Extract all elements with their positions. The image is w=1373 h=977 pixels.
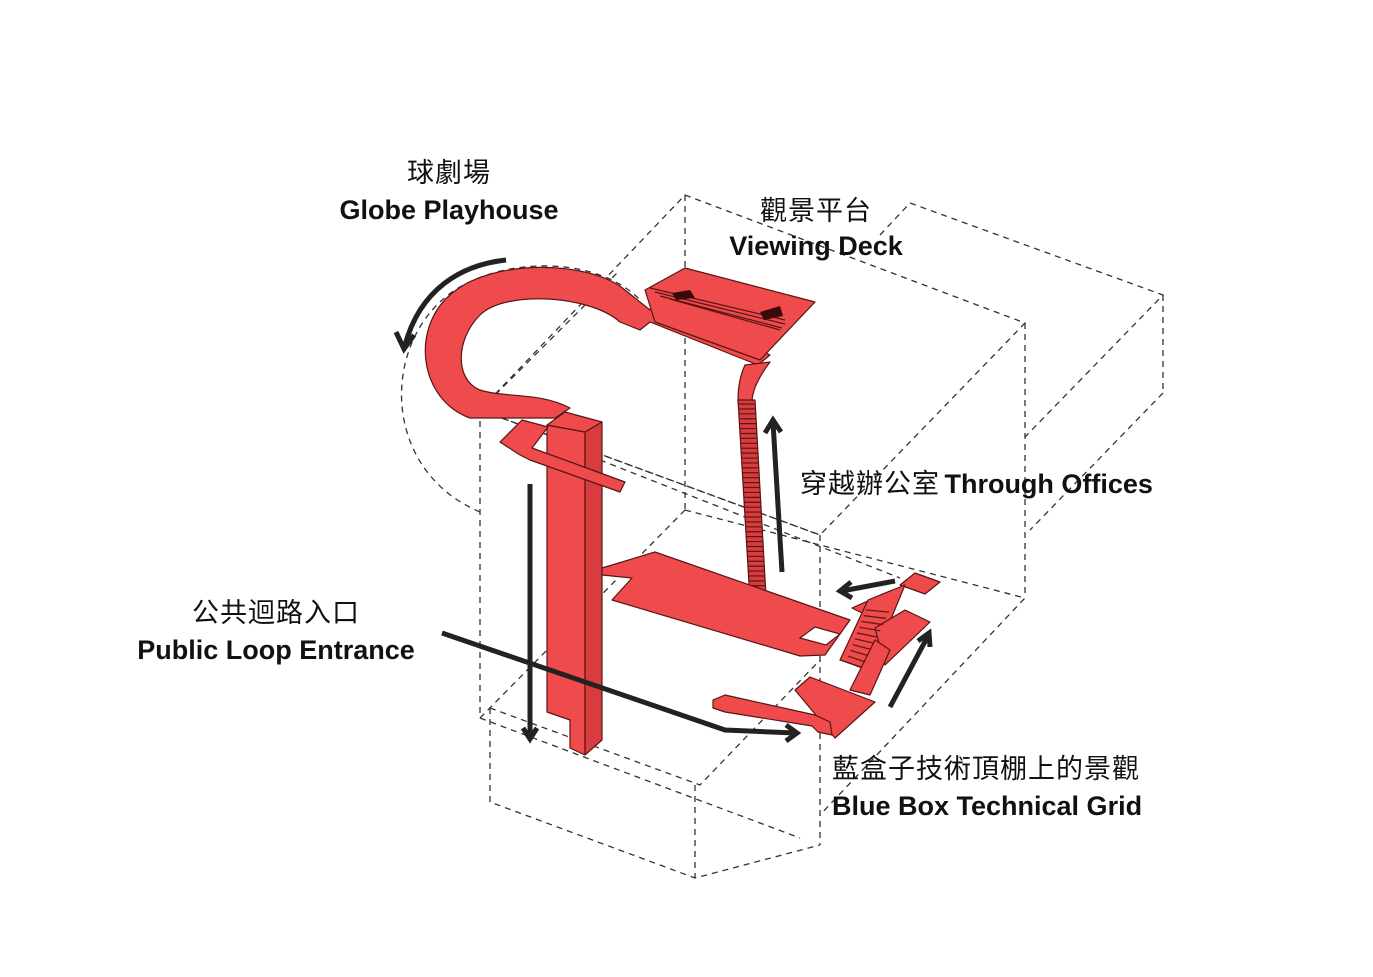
column-top <box>546 411 603 433</box>
office-floor-plate <box>601 551 851 657</box>
arrowhead-icon <box>762 415 784 435</box>
globe-outline <box>400 265 641 513</box>
wing-volume-edge <box>1029 392 1164 531</box>
grid-step <box>865 609 890 613</box>
label-viewing-deck-en: Viewing Deck <box>729 231 903 262</box>
globe-ramp <box>424 266 771 419</box>
grid-step <box>848 655 866 663</box>
offices-up-arrow <box>770 421 785 573</box>
grid-stair-b <box>849 639 891 696</box>
deck-stairs <box>649 287 786 331</box>
label-public-loop-entrance: 公共迴路入口 Public Loop Entrance <box>120 598 432 667</box>
label-through-offices: 穿越辦公室 Through Offices <box>800 468 1153 501</box>
grid-step <box>850 649 869 657</box>
label-offices-zh: 穿越辦公室 <box>800 469 940 500</box>
label-globe-zh: 球劇場 <box>407 158 491 189</box>
wing-volume-top <box>879 202 1165 438</box>
arrowhead-icon <box>835 580 854 601</box>
label-viewing-deck: 觀景平台 Viewing Deck <box>705 196 927 263</box>
label-blue-box-zh: 藍盒子技術頂棚上的景觀 <box>832 754 1140 785</box>
grid-step <box>845 661 863 669</box>
label-viewing-deck-zh: 觀景平台 <box>760 196 872 227</box>
grid-up-arrow <box>887 634 931 709</box>
arrowhead-icon <box>520 726 540 744</box>
grid-left-arrow <box>841 578 896 594</box>
arrowhead-icon <box>784 722 802 744</box>
grid-step <box>854 638 875 644</box>
entry-ramp <box>712 694 833 736</box>
label-entrance-zh: 公共迴路入口 <box>192 598 360 629</box>
grid-step <box>861 620 884 626</box>
entrance-path-arrow <box>441 630 796 736</box>
label-entrance-en: Public Loop Entrance <box>137 635 415 666</box>
arrowhead-icon <box>393 330 417 354</box>
lower-box <box>489 659 821 786</box>
grid-step <box>852 644 872 650</box>
flow-arrows <box>393 257 933 744</box>
office-escalator-link <box>737 361 771 403</box>
grid-stair-steps <box>845 609 890 669</box>
globe-direction-arrow <box>402 257 507 346</box>
label-offices-en: Through Offices <box>944 469 1153 499</box>
grid-step <box>863 615 887 619</box>
arrowhead-icon <box>916 628 933 648</box>
floor-opening <box>798 626 842 646</box>
upper-landing <box>499 419 626 493</box>
grid-step <box>859 626 881 632</box>
grid-step <box>856 632 878 638</box>
mid-floor <box>599 459 901 579</box>
label-blue-box-en: Blue Box Technical Grid <box>832 791 1143 822</box>
circulation-loop <box>424 266 941 756</box>
label-blue-box-grid: 藍盒子技術頂棚上的景觀 Blue Box Technical Grid <box>832 754 1142 823</box>
label-globe-playhouse: 球劇場 Globe Playhouse <box>318 158 580 227</box>
label-globe-en: Globe Playhouse <box>339 195 559 226</box>
mid-floor <box>684 509 1027 816</box>
grid-landing-top <box>899 572 941 595</box>
lower-box <box>489 708 821 879</box>
